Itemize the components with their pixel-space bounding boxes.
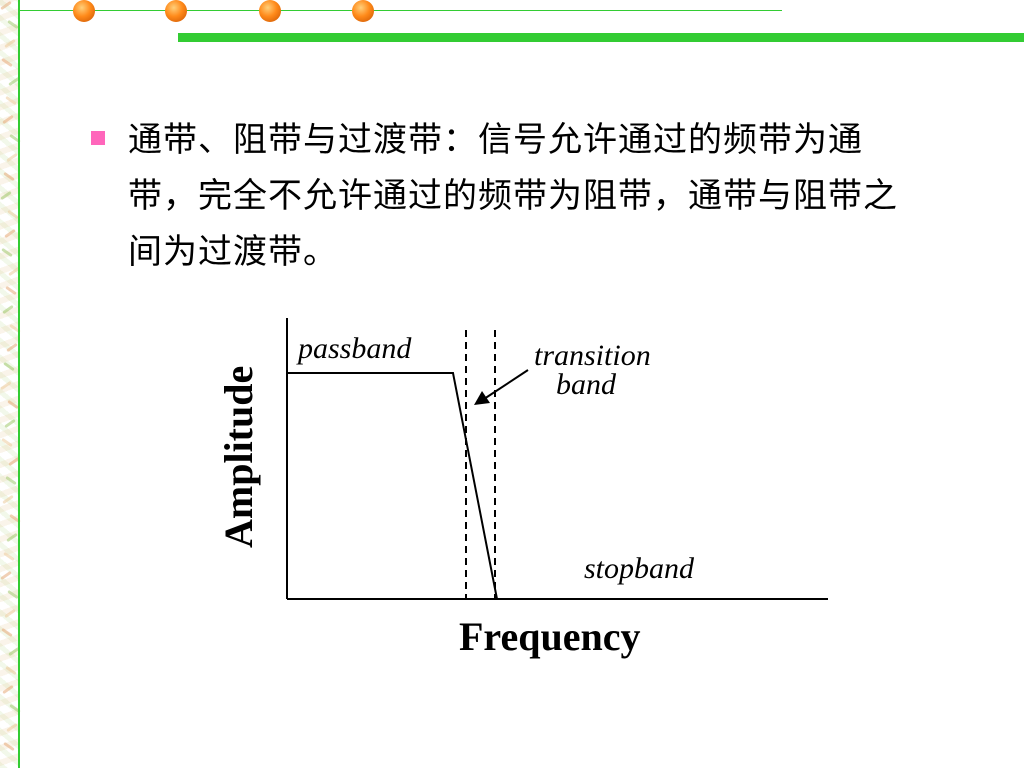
left-border-line — [18, 0, 20, 768]
passband-label: passband — [296, 332, 412, 365]
top-accent-bar — [178, 33, 1024, 42]
transition-label-line1: transition — [534, 339, 651, 372]
transition-label-line2: band — [556, 368, 617, 401]
response-curve — [287, 372, 498, 600]
bead-decoration-4 — [352, 0, 374, 22]
stopband-label: stopband — [584, 552, 695, 585]
bead-decoration-1 — [73, 0, 95, 22]
transition-arrow — [483, 369, 529, 400]
top-thin-line — [20, 10, 782, 11]
bead-decoration-3 — [259, 0, 281, 22]
bullet-square-icon — [91, 131, 105, 145]
bead-decoration-2 — [165, 0, 187, 22]
y-axis-label: Amplitude — [216, 366, 261, 548]
bullet-text: 通带、阻带与过渡带：信号允许通过的频带为通带，完全不允许通过的频带为阻带，通带与… — [128, 120, 898, 272]
left-texture-strip — [0, 0, 21, 768]
x-axis-label: Frequency — [459, 614, 640, 659]
transition-arrowhead — [474, 391, 490, 405]
